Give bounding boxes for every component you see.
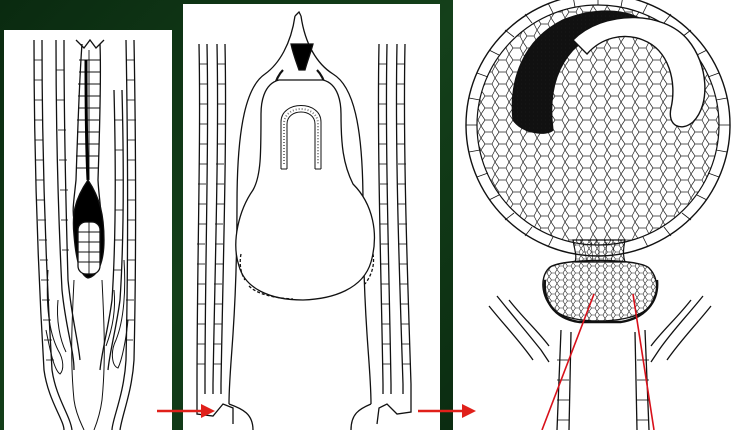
- progression-arrow-2: [418, 404, 478, 418]
- stage-1-drawing: [4, 30, 172, 430]
- stage-1-panel: [4, 30, 172, 430]
- venter-wall-left: [197, 44, 233, 424]
- venter-wall-left: [34, 40, 80, 430]
- progression-arrow-1: [157, 404, 217, 418]
- venter-wall-right: [377, 44, 411, 424]
- stage-3-panel: [453, 0, 748, 430]
- stage-2-panel: [183, 4, 440, 430]
- seta: [573, 240, 625, 262]
- capsule: [466, 0, 730, 256]
- embryo: [236, 80, 375, 300]
- stage-3-drawing: [453, 0, 748, 430]
- stage-2-drawing: [183, 4, 440, 430]
- venter-wall-right: [100, 40, 136, 430]
- foot: [543, 261, 657, 323]
